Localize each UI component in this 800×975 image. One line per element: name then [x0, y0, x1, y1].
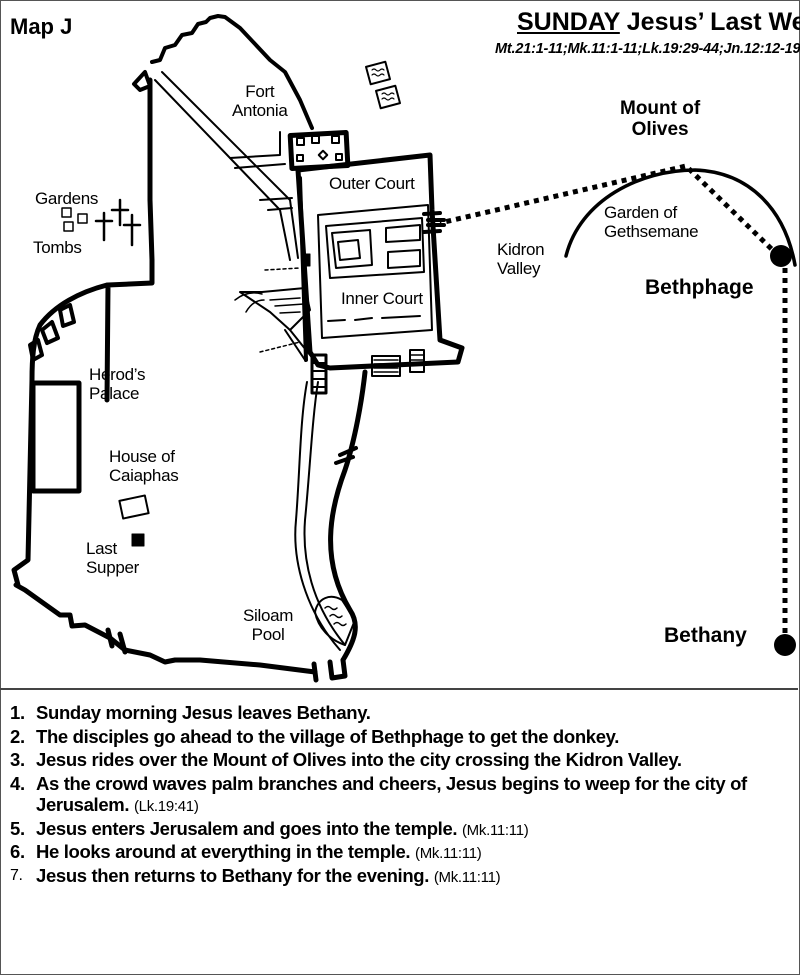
map-panel: Map J SUNDAY Jesus’ Last Week Mt.21:1-11…: [0, 8, 800, 690]
event-item: 6.He looks around at everything in the t…: [10, 841, 482, 862]
title-rest: Jesus’ Last Week: [626, 8, 800, 36]
siloam-pool-shape: [314, 595, 356, 646]
label-bethphage: Bethphage: [645, 276, 754, 299]
label-gardens: Gardens: [35, 189, 99, 208]
north-wall: [150, 14, 314, 130]
pools-icon: [365, 60, 401, 110]
inner-court-wall: [317, 204, 433, 339]
event-item: 5.Jesus enters Jerusalem and goes into t…: [10, 817, 529, 839]
event-item: 2.The disciples go ahead to the village …: [10, 725, 620, 747]
label-tombs: Tombs: [33, 238, 82, 257]
event-item: 3.Jesus rides over the Mount of Olives i…: [10, 749, 682, 770]
day-label: SUNDAY: [517, 8, 620, 36]
bethany-marker: [774, 634, 796, 656]
label-bethany: Bethany: [664, 624, 747, 647]
east-gate: [422, 211, 446, 234]
house-of-caiaphas-shape: [118, 494, 150, 520]
scripture-references: Mt.21:1-11;Mk.11:1-11;Lk.19:29-44;Jn.12:…: [495, 41, 800, 57]
last-supper-shape: [131, 533, 145, 547]
map-id-label: Map J: [10, 14, 73, 39]
mount-of-olives-ridge: [564, 168, 797, 267]
temple-mount-wall: [295, 152, 465, 371]
south-wall: [13, 582, 318, 675]
east-wall-outer: [328, 369, 368, 663]
herods-palace-shape: [30, 380, 82, 494]
west-wall-curve: [11, 282, 110, 588]
events-list: 1.Sunday morning Jesus leaves Bethany. 2…: [10, 702, 790, 888]
event-item: 1.Sunday morning Jesus leaves Bethany.: [10, 702, 371, 723]
label-inner-court: Inner Court: [341, 289, 423, 308]
west-wall-upper: [104, 77, 155, 403]
event-item: 4.As the crowd waves palm branches and c…: [10, 772, 747, 816]
map-title: SUNDAY Jesus’ Last Week: [517, 8, 800, 37]
jerusalem-map-drawing: [11, 14, 797, 683]
route-dotted-line: [439, 163, 788, 643]
label-outer-court: Outer Court: [329, 174, 415, 193]
bethphage-marker: [770, 245, 792, 267]
fort-antonia-shape: [287, 130, 351, 171]
event-item: 7.Jesus then returns to Bethany for the …: [10, 864, 501, 886]
west-wall-south: [107, 170, 108, 285]
